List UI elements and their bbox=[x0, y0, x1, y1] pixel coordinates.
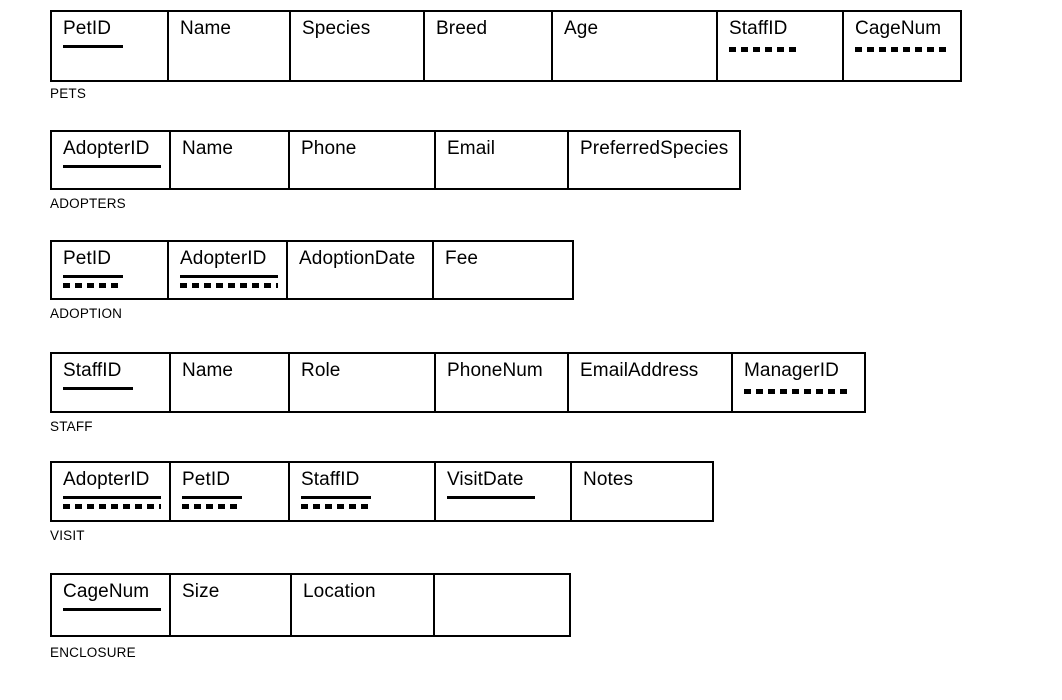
relation-attribute-row: PetID Name Species Breed Age StaffID CageNum bbox=[50, 10, 962, 82]
attribute-label: PetID bbox=[63, 248, 112, 269]
attribute-label: Name bbox=[182, 360, 234, 381]
attribute-label: StaffID bbox=[63, 360, 122, 381]
attribute-label: Breed bbox=[436, 18, 488, 39]
attribute-label: Location bbox=[303, 581, 376, 602]
attribute-cell-phone: Phone bbox=[290, 132, 436, 188]
attribute-cell-staffid: StaffID bbox=[290, 463, 436, 520]
attribute-cell-name: Name bbox=[169, 12, 291, 80]
attribute-cell-cagenum: CageNum bbox=[844, 12, 960, 80]
relation-adoption: PetID AdopterID AdoptionDate Fee bbox=[50, 240, 574, 300]
attribute-cell-petid: PetID bbox=[171, 463, 290, 520]
attribute-label: PetID bbox=[182, 469, 231, 490]
attribute-cell-empty bbox=[435, 575, 569, 635]
relation-visit: AdopterID PetID StaffID VisitDate Notes bbox=[50, 461, 714, 522]
attribute-cell-phonenum: PhoneNum bbox=[436, 354, 569, 411]
primary-key-underline bbox=[63, 496, 161, 499]
foreign-key-underline bbox=[855, 47, 951, 52]
attribute-cell-petid: PetID bbox=[52, 242, 169, 298]
attribute-label: Phone bbox=[301, 138, 357, 159]
primary-key-underline bbox=[63, 608, 161, 611]
primary-key-underline bbox=[63, 387, 133, 390]
attribute-cell-cagenum: CageNum bbox=[52, 575, 171, 635]
relation-attribute-row: CageNum Size Location bbox=[50, 573, 571, 637]
attribute-label: Fee bbox=[445, 248, 479, 269]
primary-key-underline bbox=[447, 496, 535, 499]
primary-key-underline bbox=[63, 45, 123, 48]
relation-attribute-row: AdopterID Name Phone Email PreferredSpecies bbox=[50, 130, 741, 190]
attribute-cell-name: Name bbox=[171, 354, 290, 411]
attribute-cell-name: Name bbox=[171, 132, 290, 188]
attribute-cell-adopterid: AdopterID bbox=[52, 132, 171, 188]
attribute-cell-emailaddress: EmailAddress bbox=[569, 354, 733, 411]
primary-key-underline bbox=[182, 496, 242, 499]
attribute-cell-fee: Fee bbox=[434, 242, 572, 298]
relation-caption: ADOPTERS bbox=[50, 196, 126, 211]
attribute-cell-visitdate: VisitDate bbox=[436, 463, 572, 520]
attribute-label: AdopterID bbox=[63, 138, 150, 159]
attribute-label: Name bbox=[182, 138, 234, 159]
foreign-key-underline bbox=[729, 47, 799, 52]
relation-caption: ADOPTION bbox=[50, 306, 123, 321]
attribute-cell-notes: Notes bbox=[572, 463, 712, 520]
relation-caption: ENCLOSURE bbox=[50, 645, 136, 660]
relation-caption: VISIT bbox=[50, 528, 85, 543]
attribute-label: Species bbox=[302, 18, 371, 39]
attribute-label: Name bbox=[180, 18, 232, 39]
attribute-label: PhoneNum bbox=[447, 360, 543, 381]
attribute-cell-staffid: StaffID bbox=[52, 354, 171, 411]
attribute-cell-age: Age bbox=[553, 12, 718, 80]
relation-enclosure: CageNum Size Location bbox=[50, 573, 571, 637]
attribute-cell-email: Email bbox=[436, 132, 569, 188]
primary-key-underline bbox=[180, 275, 278, 278]
foreign-key-underline bbox=[180, 283, 278, 288]
primary-key-underline bbox=[301, 496, 371, 499]
relation-pets: PetID Name Species Breed Age StaffID CageNum bbox=[50, 10, 962, 82]
attribute-cell-adopterid: AdopterID bbox=[52, 463, 171, 520]
attribute-label: PreferredSpecies bbox=[580, 138, 729, 159]
attribute-cell-adoptiondate: AdoptionDate bbox=[288, 242, 434, 298]
foreign-key-underline bbox=[744, 389, 850, 394]
relation-caption: STAFF bbox=[50, 419, 93, 434]
attribute-label: Role bbox=[301, 360, 341, 381]
attribute-label: EmailAddress bbox=[580, 360, 699, 381]
attribute-label: PetID bbox=[63, 18, 112, 39]
foreign-key-underline bbox=[63, 504, 161, 509]
attribute-cell-breed: Breed bbox=[425, 12, 553, 80]
foreign-key-underline bbox=[63, 283, 123, 288]
attribute-cell-petid: PetID bbox=[52, 12, 169, 80]
attribute-cell-role: Role bbox=[290, 354, 436, 411]
relation-adopters: AdopterID Name Phone Email PreferredSpecies bbox=[50, 130, 741, 190]
attribute-cell-preferredspecies: PreferredSpecies bbox=[569, 132, 739, 188]
attribute-label: StaffID bbox=[301, 469, 360, 490]
attribute-label: CageNum bbox=[855, 18, 942, 39]
attribute-label: Email bbox=[447, 138, 496, 159]
attribute-label: AdopterID bbox=[63, 469, 150, 490]
attribute-label: AdoptionDate bbox=[299, 248, 416, 269]
attribute-label: Age bbox=[564, 18, 599, 39]
attribute-label: Size bbox=[182, 581, 220, 602]
attribute-cell-size: Size bbox=[171, 575, 292, 635]
attribute-label: Notes bbox=[583, 469, 634, 490]
relation-attribute-row: AdopterID PetID StaffID VisitDate Notes bbox=[50, 461, 714, 522]
attribute-label: CageNum bbox=[63, 581, 150, 602]
primary-key-underline bbox=[63, 275, 123, 278]
relation-caption: PETS bbox=[50, 86, 87, 101]
relation-staff: StaffID Name Role PhoneNum EmailAddress Manag… bbox=[50, 352, 866, 413]
relation-attribute-row: StaffID Name Role PhoneNum EmailAddress Manag… bbox=[50, 352, 866, 413]
foreign-key-underline bbox=[301, 504, 371, 509]
attribute-cell-adopterid: AdopterID bbox=[169, 242, 288, 298]
attribute-cell-species: Species bbox=[291, 12, 425, 80]
attribute-label: AdopterID bbox=[180, 248, 267, 269]
attribute-label: VisitDate bbox=[447, 469, 524, 490]
relation-attribute-row: PetID AdopterID AdoptionDate Fee bbox=[50, 240, 574, 300]
attribute-cell-staffid: StaffID bbox=[718, 12, 844, 80]
attribute-cell-managerid: ManagerID bbox=[733, 354, 864, 411]
foreign-key-underline bbox=[182, 504, 242, 509]
primary-key-underline bbox=[63, 165, 161, 168]
attribute-cell-location: Location bbox=[292, 575, 435, 635]
attribute-label: StaffID bbox=[729, 18, 788, 39]
attribute-label: ManagerID bbox=[744, 360, 839, 381]
